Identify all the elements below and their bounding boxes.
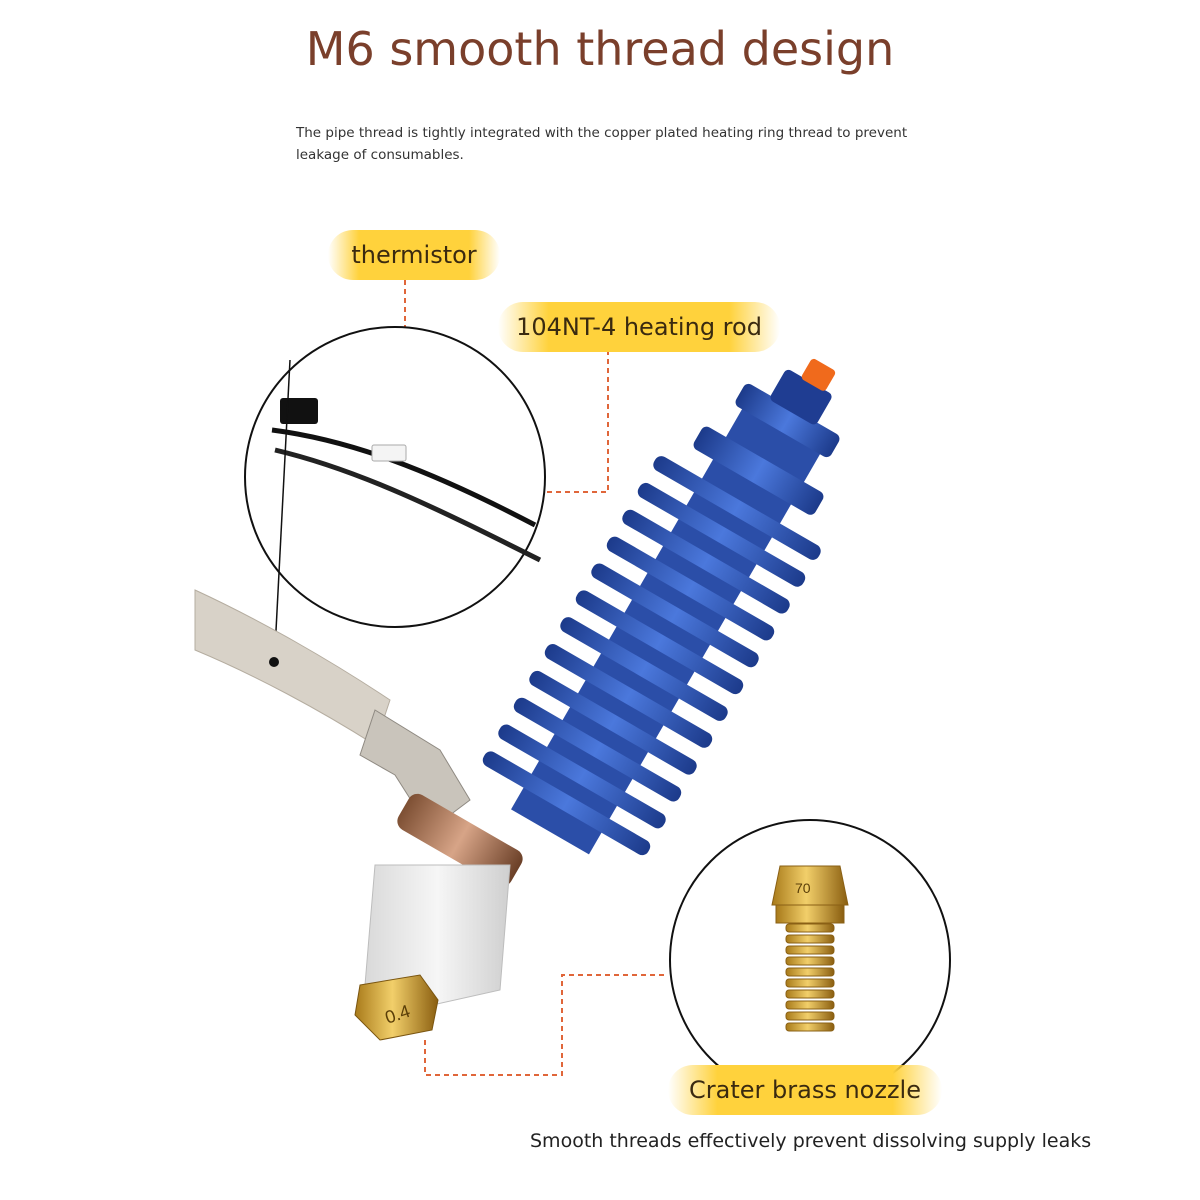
connector-shape [280, 398, 318, 424]
thermistor-label: thermistor [351, 241, 477, 269]
nozzle-thread [785, 989, 835, 999]
footer-caption: Smooth threads effectively prevent disso… [530, 1130, 1092, 1152]
heatsink-fin [653, 456, 821, 560]
heatsink-fin [575, 590, 744, 695]
nozzle-thread [785, 956, 835, 966]
nozzle-leader [424, 974, 668, 1076]
heatsink-fin [513, 697, 682, 802]
nozzle-thread [785, 945, 835, 955]
page-subtitle: The pipe thread is tightly integrated wi… [296, 125, 908, 163]
heatsink-fin [560, 617, 728, 721]
heatsink-fin [606, 536, 775, 641]
heating-rod-label: 104NT-4 heating rod [516, 313, 762, 341]
thermistor-callout: thermistor [328, 230, 500, 280]
nozzle-thread [785, 923, 835, 933]
heatsink-fin [622, 509, 790, 614]
nozzle-thread [785, 967, 835, 977]
heatsink-fin [591, 563, 759, 668]
heatsink-fin [482, 751, 651, 856]
coupling-clip [801, 358, 836, 391]
nozzle-small: 0.4 [354, 974, 439, 1041]
heatsink-fin [637, 482, 806, 587]
heatsink [482, 358, 840, 856]
nozzle-detail-circle: 70 [669, 819, 951, 1101]
nozzle-callout: Crater brass nozzle [668, 1065, 942, 1115]
page-title: M6 smooth thread design [305, 22, 895, 76]
nozzle-thread [785, 978, 835, 988]
nozzle-label: Crater brass nozzle [689, 1076, 921, 1104]
heating-rod-callout: 104NT-4 heating rod [498, 302, 780, 352]
thermistor-detail-circle [244, 326, 546, 651]
heatsink-fin [544, 644, 713, 748]
nozzle-thread [785, 1000, 835, 1010]
svg-text:70: 70 [795, 880, 811, 896]
nozzle-thread [785, 1022, 835, 1032]
heatsink-fin [529, 670, 697, 775]
heatsink-fin [498, 724, 666, 829]
nozzle-thread [785, 1011, 835, 1021]
nozzle-thread [785, 934, 835, 944]
wire-sleeve [194, 589, 471, 831]
heater-block [364, 793, 523, 1011]
